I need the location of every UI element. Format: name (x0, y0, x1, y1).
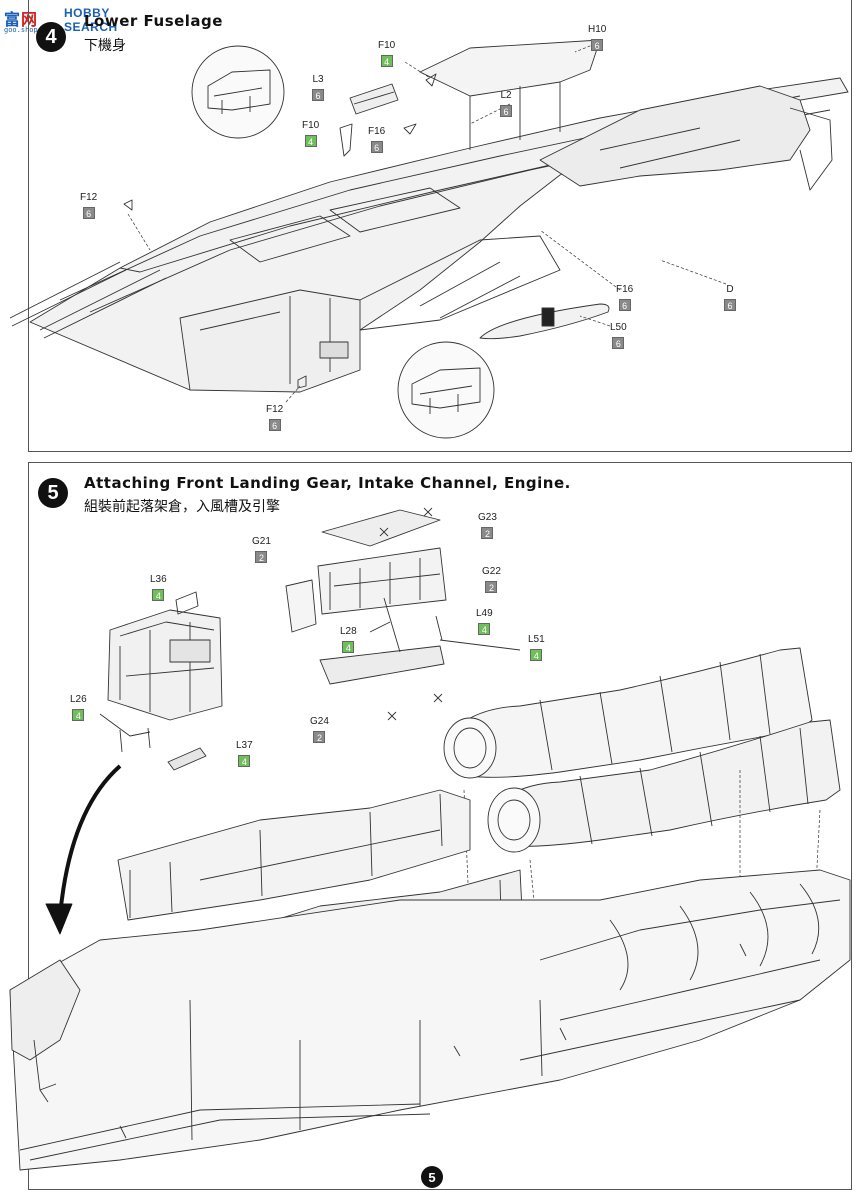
part-callout-d: D 6 (724, 284, 736, 314)
part-sprue-number: 6 (724, 299, 736, 311)
part-callout-l51: L51 4 (528, 634, 545, 664)
part-sprue-number: 4 (72, 709, 85, 721)
watermark-logo: 富网 HOBBY SEARCH goo.shop.com (2, 4, 162, 36)
part-sprue-number: 6 (82, 207, 95, 219)
part-id: L28 (340, 626, 357, 637)
part-sprue-number: 4 (380, 55, 393, 67)
part-sprue-number: 4 (530, 649, 543, 661)
part-id: L36 (150, 574, 167, 585)
part-id: L50 (610, 322, 627, 333)
part-sprue-number: 4 (478, 623, 491, 635)
step4-panel (28, 0, 852, 452)
lower-fuselage-drawing (9, 39, 849, 439)
part-id: G21 (252, 536, 271, 547)
part-sprue-number: 6 (312, 89, 324, 101)
step4-subtitle: 下機身 (84, 38, 126, 54)
part-id: F10 (378, 40, 396, 51)
landing-gear-drawing (99, 507, 521, 771)
part-id: F16 (368, 126, 386, 137)
part-id: F10 (302, 120, 320, 131)
part-callout-h10: H10 6 (588, 24, 606, 54)
part-callout-g21: G21 2 (252, 536, 271, 566)
part-sprue-number: 4 (342, 641, 355, 653)
part-callout-f16-upper: F16 6 (368, 126, 385, 156)
part-sprue-number: 6 (612, 337, 625, 349)
part-sprue-number: 6 (618, 299, 631, 311)
part-id: G22 (482, 566, 501, 577)
fuselage-assembly-drawing (9, 764, 851, 1171)
step5-panel (28, 462, 852, 1190)
part-callout-l49: L49 4 (476, 608, 493, 638)
part-sprue-number: 6 (268, 419, 281, 431)
part-id: F16 (616, 284, 634, 295)
part-callout-l28: L28 4 (340, 626, 357, 656)
part-id: D (726, 284, 734, 295)
part-sprue-number: 4 (238, 755, 251, 767)
part-callout-l36: L36 4 (150, 574, 167, 604)
part-sprue-number: 2 (485, 581, 498, 593)
part-callout-f16-lower: F16 6 (616, 284, 633, 314)
part-callout-l2: L2 6 (500, 90, 512, 120)
part-id: L37 (236, 740, 253, 751)
part-id: G23 (478, 512, 497, 523)
part-id: L2 (500, 90, 512, 101)
part-sprue-number: 6 (591, 39, 604, 51)
part-id: G24 (310, 716, 329, 727)
part-id: L51 (528, 634, 545, 645)
part-id: L49 (476, 608, 493, 619)
engine-drawing (443, 647, 841, 961)
part-callout-l3: L3 6 (312, 74, 324, 104)
step5-number-badge: 5 (38, 478, 68, 508)
part-id: L3 (312, 74, 324, 85)
page-number: 5 (421, 1166, 443, 1188)
part-id: H10 (588, 24, 607, 35)
watermark-url: goo.shop.com (4, 26, 55, 34)
part-callout-f10-lower: F10 4 (302, 120, 319, 150)
part-sprue-number: 6 (370, 141, 383, 153)
part-callout-l26: L26 4 (70, 694, 87, 724)
part-callout-f10-upper: F10 4 (378, 40, 395, 70)
part-callout-f12-left: F12 6 (80, 192, 97, 222)
part-callout-l37: L37 4 (236, 740, 253, 770)
part-sprue-number: 2 (255, 551, 268, 563)
step5-title: Attaching Front Landing Gear, Intake Cha… (84, 474, 571, 492)
step5-subtitle: 組裝前起落架倉，入風槽及引擎 (84, 499, 280, 515)
part-sprue-number: 2 (313, 731, 326, 743)
part-id: L26 (70, 694, 87, 705)
part-id: F12 (266, 404, 284, 415)
step4-number-badge: 4 (36, 22, 66, 52)
part-sprue-number: 4 (304, 135, 317, 147)
part-sprue-number: 4 (152, 589, 165, 601)
watermark-name: HOBBY SEARCH (64, 6, 118, 34)
watermark-glyphs: 富网 (4, 10, 39, 29)
part-callout-g24: G24 2 (310, 716, 329, 746)
part-sprue-number: 6 (500, 105, 512, 117)
part-callout-g22: G22 2 (482, 566, 501, 596)
part-callout-g23: G23 2 (478, 512, 497, 542)
part-callout-f12-bottom: F12 6 (266, 404, 283, 434)
part-sprue-number: 2 (481, 527, 494, 539)
step4-title: Lower Fuselage (84, 12, 223, 30)
part-callout-l50: L50 6 (610, 322, 627, 352)
part-id: F12 (80, 192, 98, 203)
